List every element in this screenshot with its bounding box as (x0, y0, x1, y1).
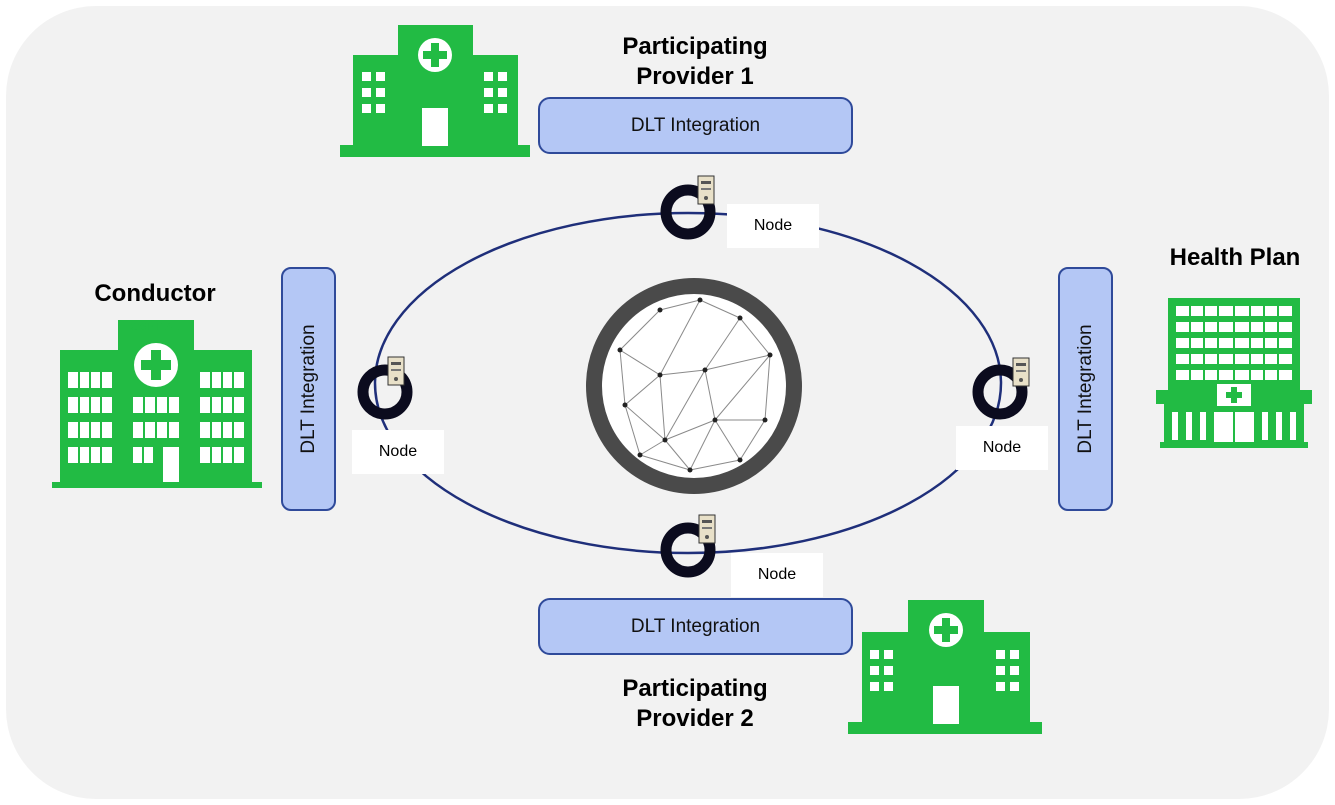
provider2-hospital-icon (848, 600, 1042, 734)
dlt-integration-provider2: DLT Integration (538, 598, 853, 655)
provider2-label-line2: Provider 2 (636, 705, 754, 732)
node-top-icon (660, 175, 716, 240)
provider1-label-line1: Participating (622, 33, 768, 60)
dlt-integration-health-plan-text: DLT Integration (1074, 324, 1096, 454)
health-plan-building-icon (1156, 298, 1312, 448)
distributed-ledger-globe-icon (586, 278, 802, 494)
conductor-label: Conductor (94, 280, 216, 307)
provider1-label-line2: Provider 1 (636, 63, 754, 90)
provider1-hospital-icon (340, 25, 530, 157)
provider2-label: Participating Provider 2 (560, 674, 830, 734)
node-label-top: Node (727, 204, 819, 248)
dlt-integration-conductor: DLT Integration (281, 267, 336, 511)
node-label-left: Node (352, 430, 444, 474)
provider2-label-line1: Participating (622, 675, 768, 702)
node-label-bottom: Node (731, 553, 823, 597)
health-plan-label: Health Plan (1169, 244, 1301, 271)
node-label-right: Node (956, 426, 1048, 470)
node-left-icon (357, 356, 413, 420)
dlt-integration-provider1: DLT Integration (538, 97, 853, 154)
provider1-label: Participating Provider 1 (560, 32, 830, 92)
conductor-hospital-icon (52, 320, 262, 488)
network-ring (373, 211, 1003, 555)
dlt-integration-health-plan: DLT Integration (1058, 267, 1113, 511)
conductor-hospital-sign: HOSPITAL (122, 321, 180, 333)
node-right-icon (972, 357, 1030, 420)
dlt-integration-conductor-text: DLT Integration (297, 324, 319, 454)
node-bottom-icon (660, 514, 716, 578)
